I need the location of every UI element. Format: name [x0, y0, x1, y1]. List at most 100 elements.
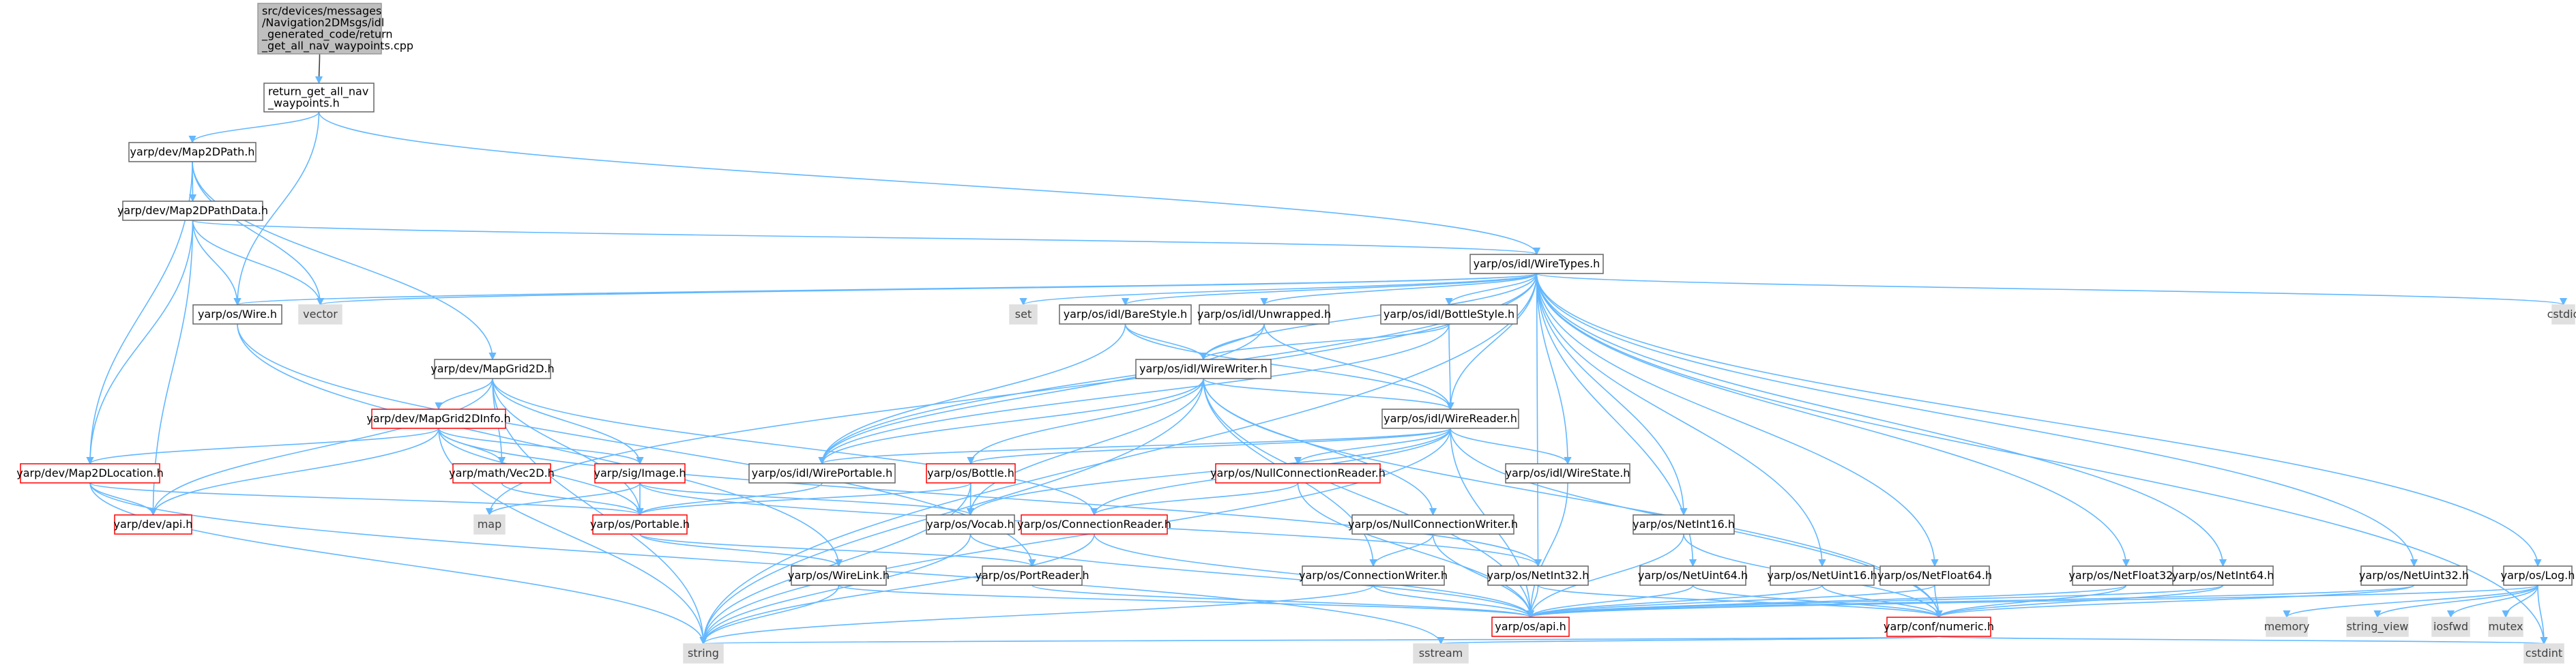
- node-netint16[interactable]: yarp/os/NetInt16.h: [1633, 514, 1735, 535]
- edge-netfloat64-to-osapi: [1527, 585, 1935, 619]
- node-osapi[interactable]: yarp/os/api.h: [1491, 617, 1570, 637]
- node-box: [1487, 565, 1589, 586]
- node-label: yarp/os/ConnectionWriter.h: [1299, 569, 1448, 582]
- node-label: yarp/os/Bottle.h: [927, 467, 1014, 479]
- edge-wiretypes-to-wirewriter: [1199, 273, 1538, 361]
- edge-wirelink-to-string: [699, 585, 840, 645]
- edge-root-to-ret_h: [314, 53, 323, 85]
- edge-wiretypes-to-string: [699, 273, 1538, 645]
- node-box: [1633, 514, 1735, 535]
- node-barestyle[interactable]: yarp/os/idl/BareStyle.h: [1059, 304, 1192, 325]
- node-box: [128, 142, 257, 162]
- node-netint32[interactable]: yarp/os/NetInt32.h: [1487, 565, 1590, 586]
- node-portreader[interactable]: yarp/os/PortReader.h: [975, 565, 1089, 586]
- node-devapi[interactable]: yarp/dev/api.h: [114, 514, 193, 535]
- edge-wiretypes-to-netint32: [1534, 273, 1542, 567]
- node-vector: vector: [298, 304, 342, 325]
- node-map2dlocation[interactable]: yarp/dev/Map2DLocation.h: [16, 463, 164, 484]
- edge-numeric-to-string: [702, 636, 1940, 645]
- node-label: yarp/os/NetFloat32.h: [2068, 569, 2183, 582]
- node-ret_h[interactable]: return_get_all_nav_waypoints.h: [263, 83, 375, 113]
- node-root[interactable]: src/devices/messages/Navigation2DMsgs/id…: [257, 3, 413, 55]
- edge-wiretypes-to-barestyle: [1122, 273, 1538, 306]
- node-label: iosfwd: [2433, 620, 2468, 633]
- node-bottlestyle[interactable]: yarp/os/idl/BottleStyle.h: [1380, 304, 1518, 325]
- node-box: [1009, 304, 1038, 325]
- node-mutex: mutex: [2488, 617, 2523, 637]
- node-numeric[interactable]: yarp/conf/numeric.h: [1884, 617, 1994, 637]
- edge-wirereader-to-bottle: [967, 428, 1451, 465]
- node-connwriter[interactable]: yarp/os/ConnectionWriter.h: [1299, 565, 1448, 586]
- edge-barestyle-to-wirewriter: [1124, 323, 1208, 361]
- node-label: yarp/dev/Map2DLocation.h: [16, 467, 163, 479]
- edge-wiretypes-to-cstdio: [1536, 273, 2567, 306]
- node-map2dpathdata[interactable]: yarp/dev/Map2DPathData.h: [117, 201, 268, 221]
- node-netuint16[interactable]: yarp/os/NetUint16.h: [1767, 565, 1877, 586]
- node-nullconnwriter[interactable]: yarp/os/NullConnectionWriter.h: [1348, 514, 1518, 535]
- node-label: yarp/os/idl/BottleStyle.h: [1384, 308, 1514, 321]
- node-label: yarp/os/idl/WireTypes.h: [1474, 257, 1600, 270]
- node-label: yarp/os/Wire.h: [198, 308, 277, 321]
- node-box: [926, 514, 1015, 535]
- node-wire[interactable]: yarp/os/Wire.h: [192, 304, 282, 325]
- edge-map2dpath-to-mapgrid2d: [192, 161, 497, 361]
- node-label: yarp/os/WireLink.h: [788, 569, 890, 582]
- edge-log-to-osapi: [1527, 585, 2538, 619]
- edge-nullconnwriter-to-osapi: [1432, 533, 1535, 619]
- node-netuint64[interactable]: yarp/os/NetUint64.h: [1638, 565, 1748, 586]
- edge-wiretypes-to-vector: [317, 273, 1538, 306]
- edge-wirereader-to-string: [699, 428, 1451, 645]
- edge-netuint32-to-numeric: [1935, 585, 2415, 619]
- node-box: [2360, 565, 2468, 586]
- node-label: yarp/dev/Map2DPath.h: [130, 145, 255, 158]
- node-netuint32[interactable]: yarp/os/NetUint32.h: [2359, 565, 2469, 586]
- node-box: [114, 514, 192, 535]
- node-label: _generated_code/return: [261, 28, 393, 42]
- node-wireportable[interactable]: yarp/os/idl/WirePortable.h: [748, 463, 896, 484]
- node-portable[interactable]: yarp/os/Portable.h: [590, 514, 690, 535]
- node-wirelink[interactable]: yarp/os/WireLink.h: [788, 565, 890, 586]
- edge-netint16-to-osapi: [1526, 533, 1684, 619]
- edge-barestyle-to-wireportable: [818, 323, 1126, 465]
- node-label: return_get_all_nav: [268, 85, 368, 99]
- node-box: [20, 463, 160, 484]
- node-log[interactable]: yarp/os/Log.h: [2501, 565, 2575, 586]
- node-cstdio: cstdio: [2547, 304, 2576, 325]
- edge-bottlestyle-to-wirereader: [1446, 323, 1454, 411]
- edge-barestyle-to-wirereader: [1124, 323, 1454, 411]
- node-label: string: [688, 647, 719, 660]
- node-vocab[interactable]: yarp/os/Vocab.h: [926, 514, 1015, 535]
- node-box: [434, 359, 551, 379]
- node-wirereader[interactable]: yarp/os/idl/WireReader.h: [1381, 409, 1519, 429]
- node-box: [371, 409, 506, 429]
- edge-mapgrid2dinfo-to-netint32: [438, 428, 1542, 567]
- node-box: [1302, 565, 1445, 586]
- node-label: yarp/os/idl/Unwrapped.h: [1197, 308, 1331, 321]
- node-wirestate[interactable]: yarp/os/idl/WireState.h: [1505, 463, 1630, 484]
- node-mapgrid2dinfo[interactable]: yarp/dev/MapGrid2DInfo.h: [366, 409, 511, 429]
- edge-wirewriter-to-vocab: [966, 378, 1204, 516]
- node-netint64[interactable]: yarp/os/NetInt64.h: [2172, 565, 2274, 586]
- node-iosfwd: iosfwd: [2431, 617, 2470, 637]
- node-netfloat64[interactable]: yarp/os/NetFloat64.h: [1877, 565, 1992, 586]
- edge-nullconnreader-to-connreader: [1090, 482, 1299, 516]
- node-map2dpath[interactable]: yarp/dev/Map2DPath.h: [128, 142, 257, 162]
- node-mapgrid2d[interactable]: yarp/dev/MapGrid2D.h: [430, 359, 555, 379]
- node-bottle[interactable]: yarp/os/Bottle.h: [926, 463, 1016, 484]
- node-nullconnreader[interactable]: yarp/os/NullConnectionReader.h: [1210, 463, 1386, 484]
- node-netfloat32[interactable]: yarp/os/NetFloat32.h: [2068, 565, 2184, 586]
- node-unwrapped[interactable]: yarp/os/idl/Unwrapped.h: [1197, 304, 1331, 325]
- node-box: [2523, 643, 2564, 664]
- node-label: yarp/os/NetUint16.h: [1767, 569, 1877, 582]
- edge-wirewriter-to-bottle: [967, 378, 1204, 465]
- node-box: [594, 463, 686, 484]
- node-vec2d[interactable]: yarp/math/Vec2D.h: [449, 463, 555, 484]
- edge-log-to-iosfwd: [2446, 585, 2538, 619]
- node-wirewriter[interactable]: yarp/os/idl/WireWriter.h: [1135, 359, 1272, 379]
- edge-wiretypes-to-log: [1536, 273, 2542, 567]
- node-image[interactable]: yarp/sig/Image.h: [594, 463, 686, 484]
- node-wiretypes[interactable]: yarp/os/idl/WireTypes.h: [1469, 254, 1604, 274]
- node-label: yarp/dev/api.h: [114, 518, 193, 531]
- node-label: string_view: [2347, 620, 2409, 634]
- node-connreader[interactable]: yarp/os/ConnectionReader.h: [1017, 514, 1171, 535]
